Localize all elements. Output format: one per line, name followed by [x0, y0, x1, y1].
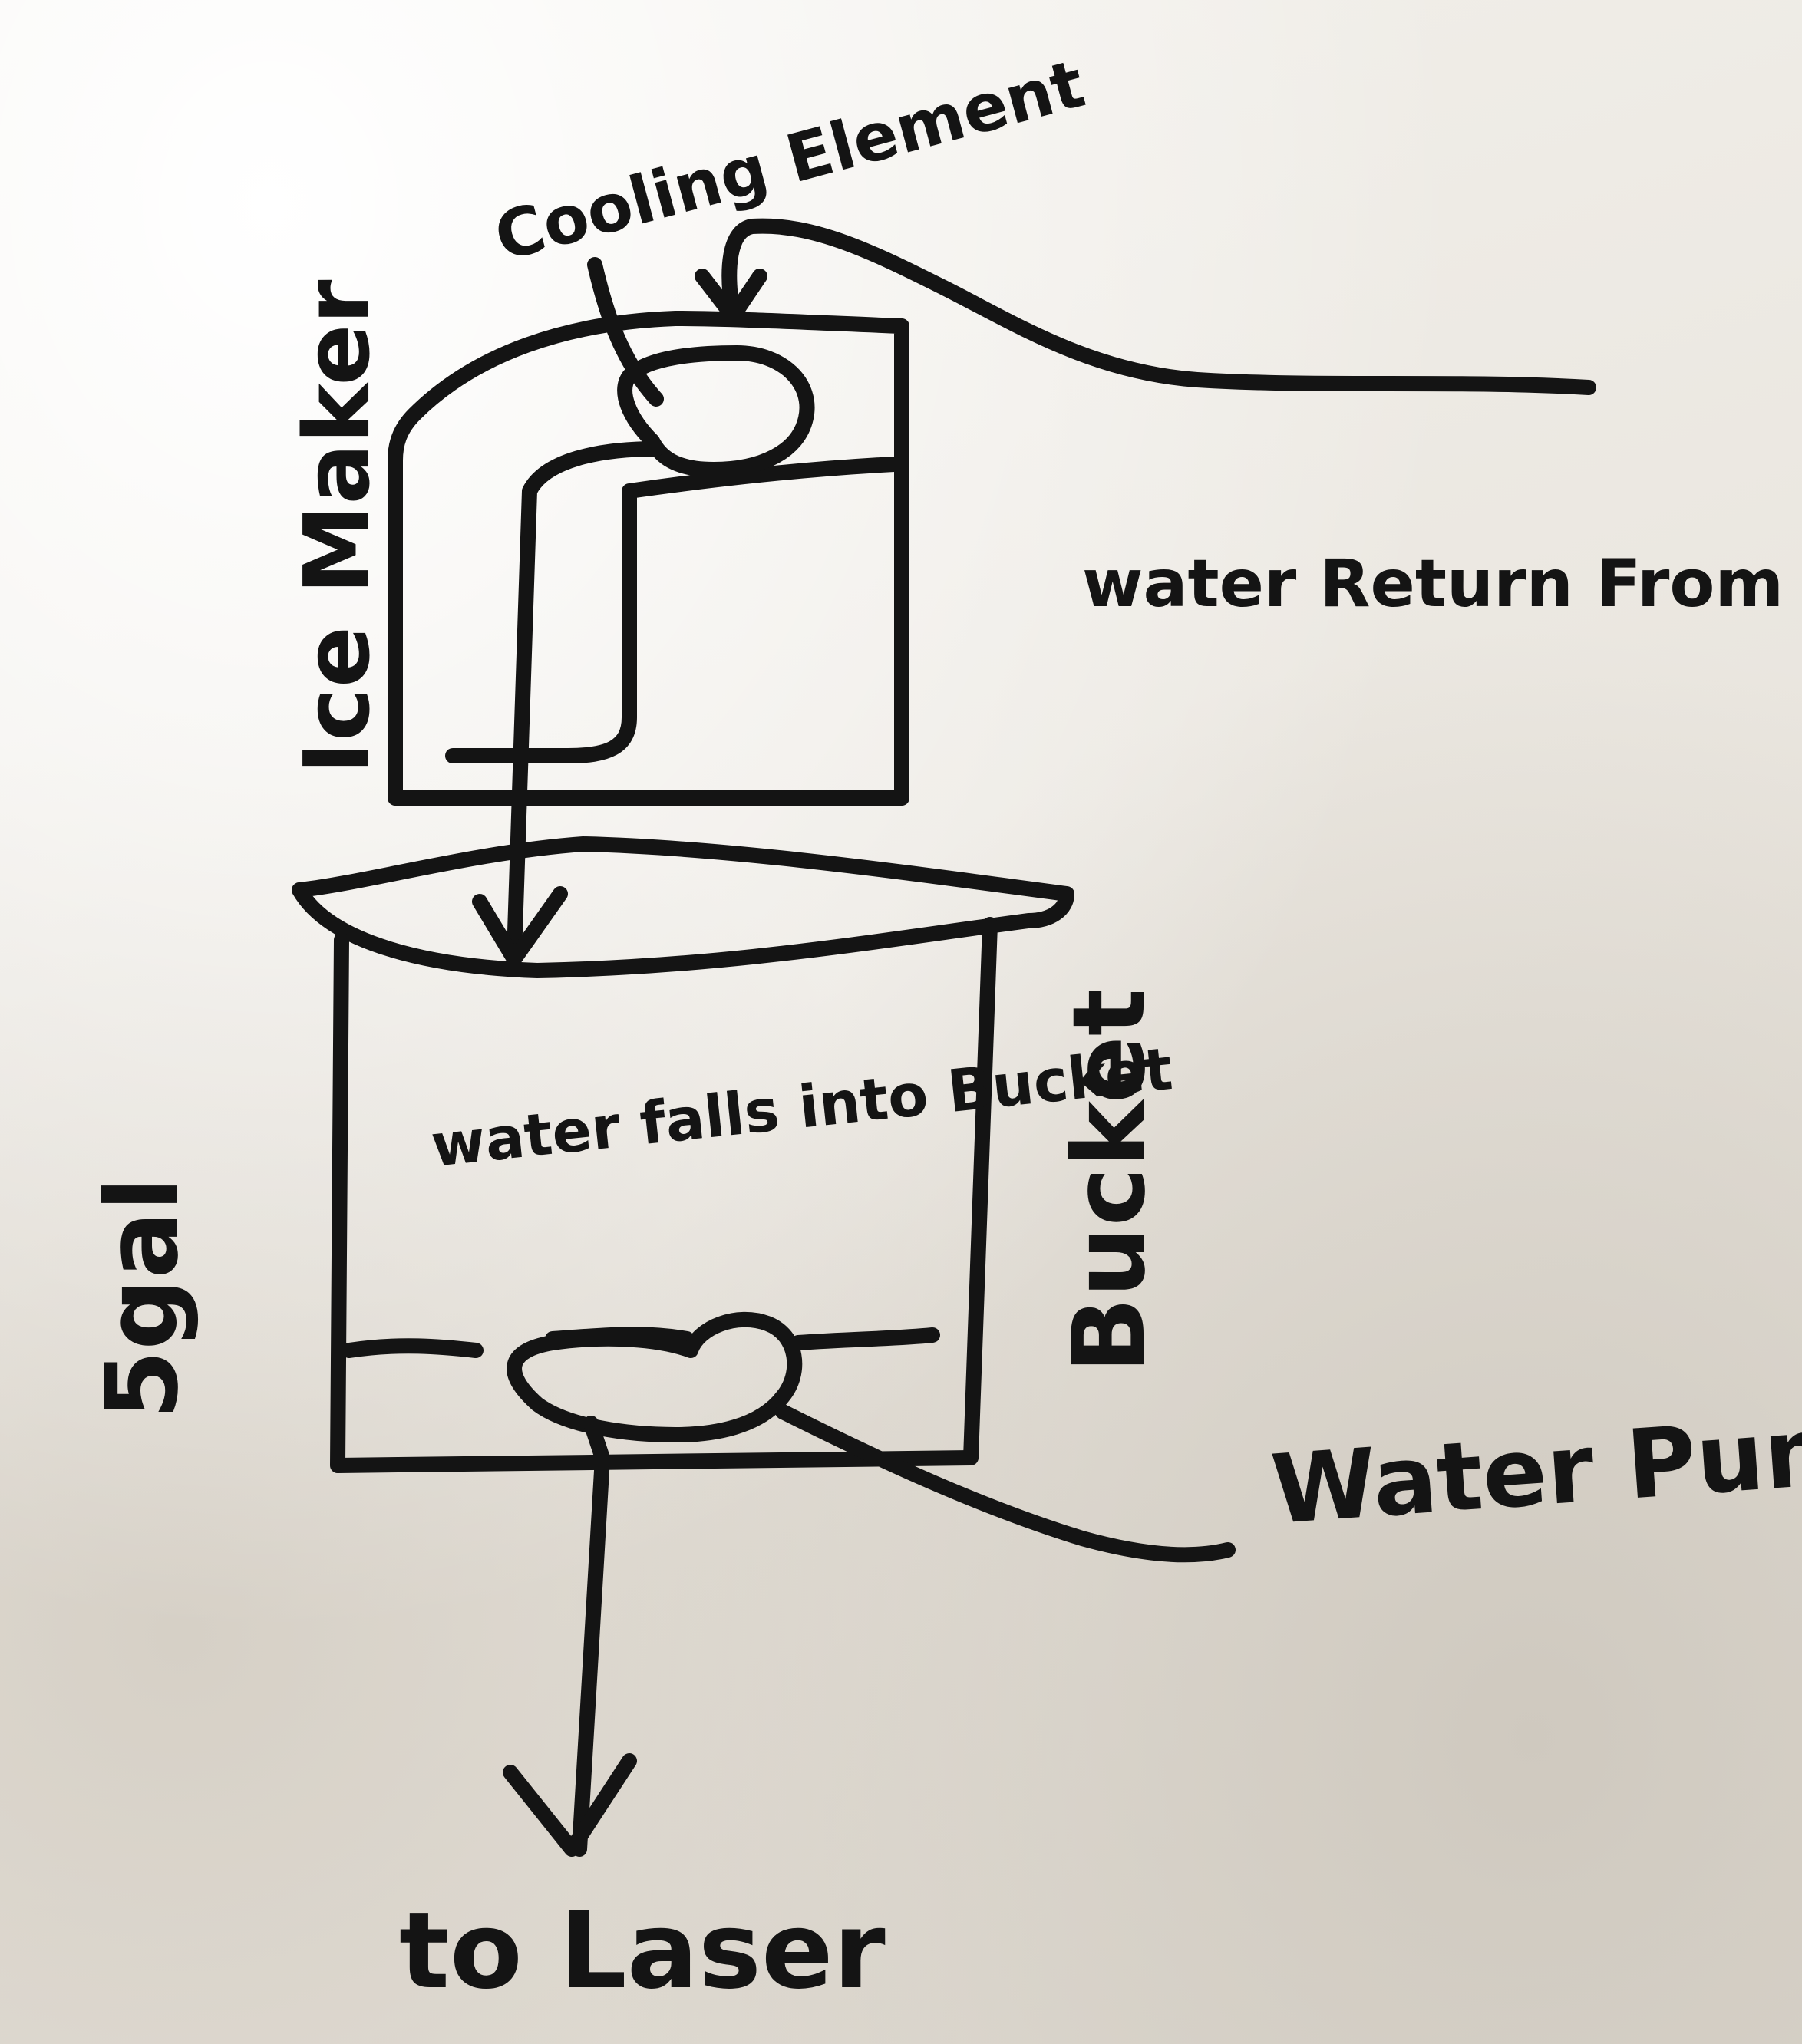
return-water-line — [721, 218, 1596, 395]
bucket-rim — [292, 836, 1074, 978]
drain-pipe-arrowhead — [472, 886, 568, 967]
bucket-body — [330, 917, 998, 1473]
ice-maker-inner-chamber — [445, 457, 902, 763]
water-pump — [507, 1311, 803, 1442]
label-five-gal: 5gal — [84, 1177, 200, 1419]
outlet-pipe-arrowhead — [503, 1753, 637, 1857]
label-water-pump: Water Pump — [1268, 1390, 1802, 1546]
label-bucket: Bucket — [1051, 988, 1167, 1373]
label-ice-maker: Ice Maker — [284, 279, 390, 775]
drain-pipe — [507, 441, 664, 963]
ice-maker-box — [388, 311, 909, 806]
label-cooling-element: Cooling Element — [487, 45, 1093, 276]
label-to-laser: to Laser — [399, 1889, 886, 2013]
return-water-arrowhead — [695, 269, 767, 324]
label-water-return-full: water Return From laser — [1082, 546, 1802, 622]
outlet-pipe — [572, 1416, 610, 1857]
cooling-element-pointer — [587, 257, 664, 407]
cooling-element-coil — [617, 345, 815, 477]
water-pump-pointer — [775, 1404, 1236, 1563]
